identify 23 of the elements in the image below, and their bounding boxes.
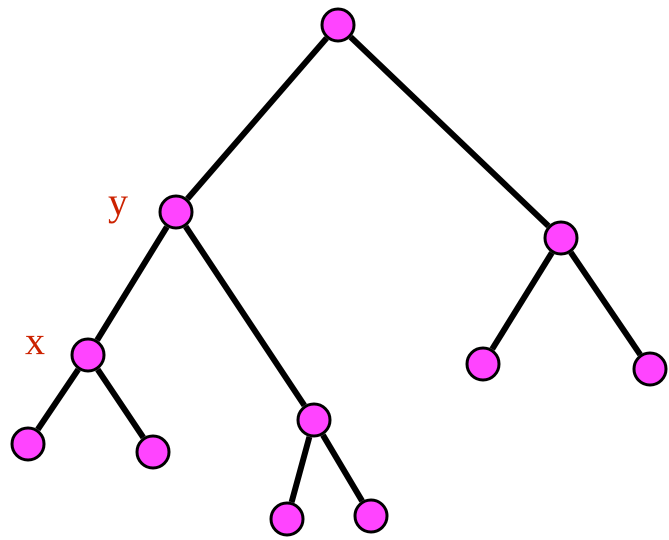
tree-node xyxy=(632,351,668,386)
tree-node xyxy=(466,346,500,382)
tree-edge xyxy=(490,251,554,351)
tree-node xyxy=(70,337,106,372)
tree-node xyxy=(320,8,356,42)
node-label: x xyxy=(25,336,45,354)
tree-edge xyxy=(348,34,550,228)
tree-node xyxy=(10,426,46,462)
tree-edge xyxy=(183,224,307,408)
tree-node xyxy=(270,501,304,536)
tree-node xyxy=(158,194,194,230)
tree-edge xyxy=(568,250,643,356)
tree-edge xyxy=(288,436,312,503)
tree-edge xyxy=(94,225,170,342)
tree-edge xyxy=(185,36,329,201)
tree-node xyxy=(296,402,332,438)
tree-node xyxy=(354,498,388,534)
tree-edge xyxy=(320,434,365,502)
tree-edge xyxy=(95,368,146,440)
tree-node xyxy=(544,220,578,256)
tree-node xyxy=(136,434,170,470)
node-label: y xyxy=(108,196,128,224)
tree-edge xyxy=(35,368,81,432)
